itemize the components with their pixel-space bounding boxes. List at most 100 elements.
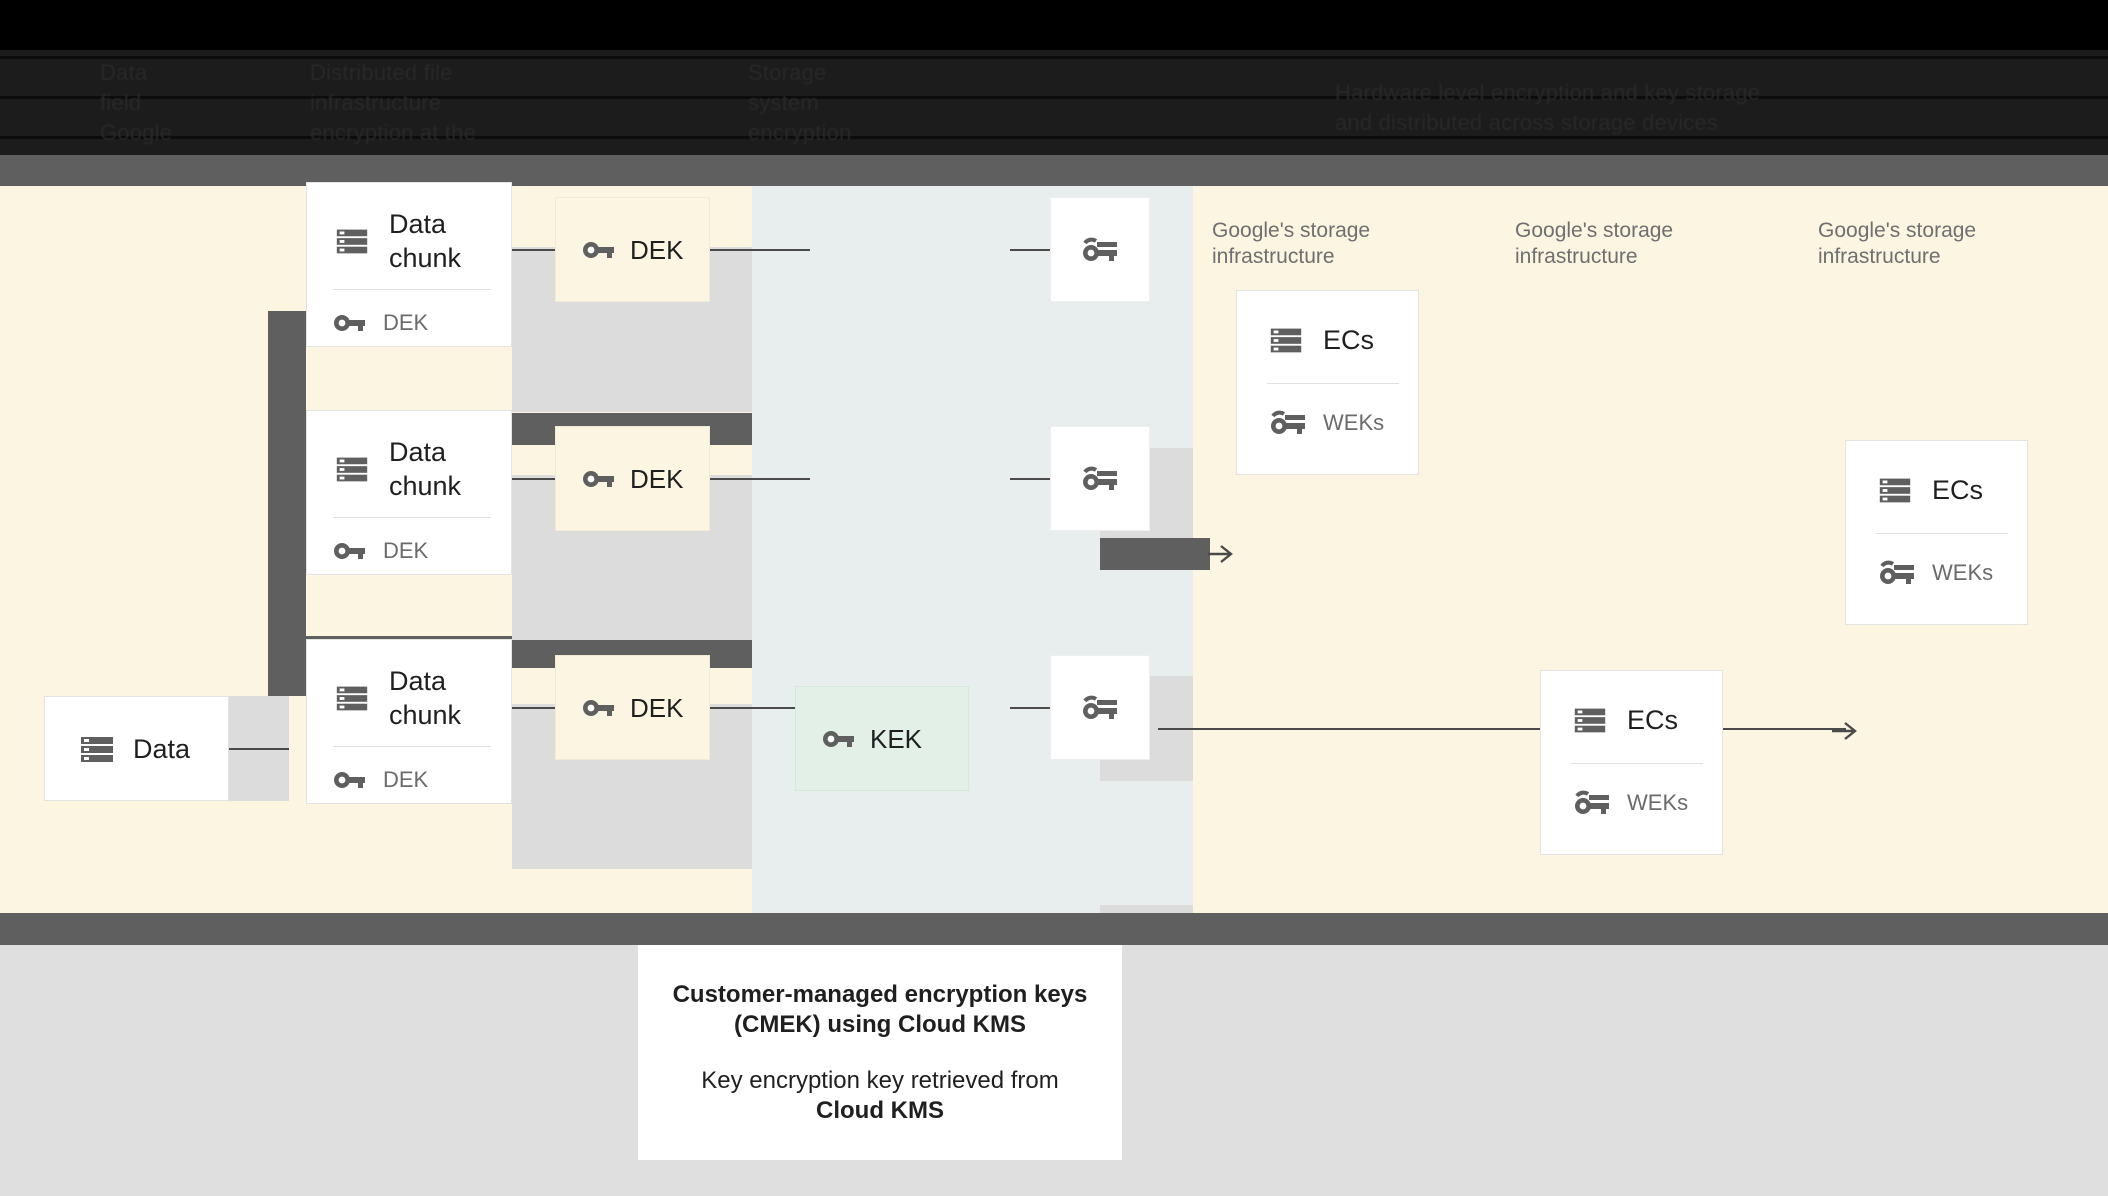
bottom-separator-bar (0, 913, 2108, 945)
double-key-icon (1079, 693, 1121, 723)
ecs-title-3: ECs (1627, 705, 1679, 735)
server-icon (333, 679, 371, 717)
line-mid-wek3 (1010, 707, 1050, 709)
header-col-1: Data field Google (100, 60, 173, 145)
ecs-key-label-1: WEKs (1323, 410, 1385, 435)
ecs-divider-3 (1571, 763, 1703, 764)
key-icon (822, 727, 856, 751)
key-icon (333, 768, 367, 792)
double-key-icon (1267, 408, 1309, 438)
dek-card-2[interactable]: DEK (555, 426, 710, 531)
double-key-icon (1079, 464, 1121, 494)
caption-line-1: Customer-managed encryption keys (CMEK) … (672, 980, 1088, 1038)
double-key-icon (1079, 235, 1121, 265)
ecs-key-row-3: WEKs (1571, 788, 1700, 818)
chunk-key-label-1: DEK (383, 310, 429, 335)
chunk-key-label-2: DEK (383, 538, 429, 563)
wek-box-3[interactable] (1050, 655, 1150, 760)
wek-box-2[interactable] (1050, 426, 1150, 531)
data-chunk-card-3[interactable]: Data chunk DEK (306, 639, 512, 804)
key-icon (333, 311, 367, 335)
chunk-header-2: Data chunk (333, 435, 489, 503)
data-chunk-card-1[interactable]: Data chunk DEK (306, 182, 512, 347)
header-inner-band: Data field Google Distributed file infra… (0, 50, 2108, 155)
key-icon (582, 696, 616, 720)
chunk-title-2: Data chunk (389, 437, 462, 501)
header-col-3: Storage system encryption (748, 60, 852, 145)
ecs-key-label-2: WEKs (1932, 560, 1994, 585)
ecs-key-row-1: WEKs (1267, 408, 1396, 438)
page-header-obscured: Data field Google Distributed file infra… (0, 0, 2108, 155)
caption-box: Customer-managed encryption keys (CMEK) … (638, 945, 1122, 1160)
double-key-icon (1876, 558, 1918, 588)
dek-card-1[interactable]: DEK (555, 197, 710, 302)
caption-line-2-prefix: Key encryption key retrieved from (701, 1066, 1059, 1094)
ecs-title-1: ECs (1323, 325, 1375, 355)
server-icon (1876, 471, 1914, 509)
arrowhead-2 (1832, 722, 1857, 740)
line-chunk2-dek (512, 478, 556, 480)
ecs-divider-2 (1876, 533, 2008, 534)
line-chunk1-dek (512, 249, 556, 251)
chunk-divider-2 (333, 517, 491, 518)
infra-label-3: Google's storage infrastructure (1818, 219, 1977, 268)
caption-line-2-strong: Cloud KMS (816, 1096, 944, 1124)
ecs-divider-1 (1267, 383, 1399, 384)
diagram-canvas: Data Data chunk (0, 182, 2108, 1010)
dek-label-3: DEK (630, 692, 684, 723)
chunk-divider-1 (333, 289, 491, 290)
chunk-key-row-3: DEK (333, 767, 489, 793)
arrowhead-1 (1208, 545, 1233, 563)
infra-label-2: Google's storage infrastructure (1515, 219, 1674, 268)
line-dek3-mid (710, 707, 810, 709)
ecs-header-3: ECs (1571, 701, 1700, 739)
line-kek-wek2 (1010, 478, 1050, 480)
top-separator-bar (0, 155, 2108, 186)
ecs-key-row-2: WEKs (1876, 558, 2005, 588)
chunk-header-1: Data chunk (333, 207, 489, 275)
ecs-card-3[interactable]: ECs WEKs (1540, 670, 1723, 855)
dek-label-1: DEK (630, 234, 684, 265)
key-icon (333, 539, 367, 563)
dek-label-2: DEK (630, 463, 684, 494)
ecs-card-1[interactable]: ECs WEKs (1236, 290, 1419, 475)
dek-card-3[interactable]: DEK (555, 655, 710, 760)
header-col-4: Hardware level encryption and key storag… (1335, 80, 1761, 135)
header-col-2: Distributed file infrastructure encrypti… (310, 60, 477, 145)
ecs-card-2[interactable]: ECs WEKs (1845, 440, 2028, 625)
arrow-bar-1 (1100, 538, 1210, 570)
chunk-title-3: Data chunk (389, 666, 462, 730)
kek-label: KEK (870, 723, 923, 754)
chunk-key-label-3: DEK (383, 767, 429, 792)
data-node-card[interactable]: Data (44, 696, 229, 801)
ecs-header-2: ECs (1876, 471, 2005, 509)
kek-card[interactable]: KEK (795, 686, 969, 791)
server-icon (333, 222, 371, 260)
chunk-divider-3 (333, 746, 491, 747)
data-node-label: Data (133, 733, 191, 764)
chunk-title-1: Data chunk (389, 209, 462, 273)
server-icon (1267, 321, 1305, 359)
server-icon (77, 729, 117, 769)
line-mid-wek1 (1010, 249, 1050, 251)
chunk-key-row-2: DEK (333, 538, 489, 564)
caption-line-2: Key encryption key retrieved from Cloud … (672, 1066, 1088, 1126)
line-data-to-bar (229, 748, 289, 750)
server-icon (1571, 701, 1609, 739)
server-icon (333, 450, 371, 488)
distribution-bar (268, 311, 306, 696)
data-chunk-card-2[interactable]: Data chunk DEK (306, 410, 512, 575)
double-key-icon (1571, 788, 1613, 818)
chunk-header-3: Data chunk (333, 664, 489, 732)
line-dek1-mid (710, 249, 810, 251)
wek-box-1[interactable] (1050, 197, 1150, 302)
line-mid-to-right-ecs (1158, 728, 1846, 730)
ecs-key-label-3: WEKs (1627, 790, 1689, 815)
line-chunk3-dek (512, 707, 556, 709)
chunk-key-row-1: DEK (333, 310, 489, 336)
ecs-header-1: ECs (1267, 321, 1396, 359)
infra-label-1: Google's storage infrastructure (1212, 219, 1371, 268)
line-dek2-mid (710, 478, 810, 480)
key-icon (582, 238, 616, 262)
